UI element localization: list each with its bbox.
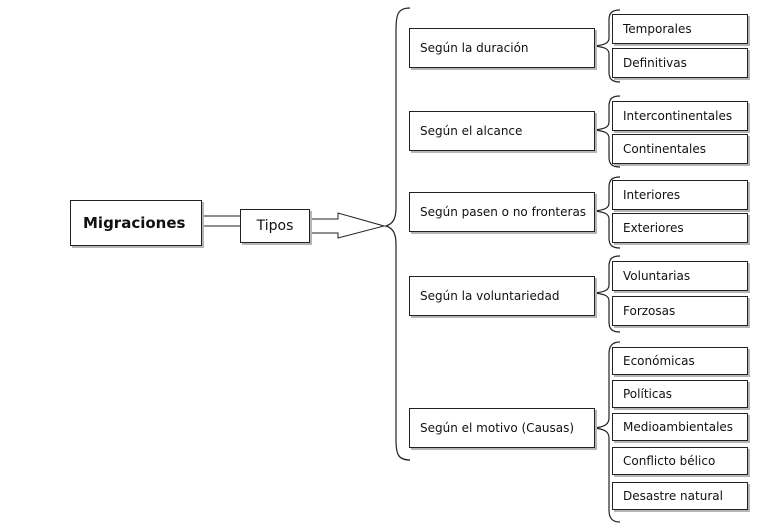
- leaf-conflicto-belico: Conflicto bélico: [612, 447, 748, 475]
- leaf-intercontinentales: Intercontinentales: [612, 101, 748, 131]
- leaf-label: Voluntarias: [623, 269, 691, 283]
- category-duracion: Según la duración: [409, 28, 595, 68]
- root-node: Migraciones: [70, 200, 202, 246]
- leaf-politicas: Políticas: [612, 380, 748, 408]
- leaf-continentales: Continentales: [612, 134, 748, 164]
- connector-label: Tipos: [256, 218, 294, 234]
- leaf-label: Forzosas: [623, 304, 676, 318]
- category-label: Según el alcance: [420, 124, 523, 138]
- leaf-label: Continentales: [623, 142, 706, 156]
- leaf-voluntarias: Voluntarias: [612, 261, 748, 291]
- category-alcance: Según el alcance: [409, 111, 595, 151]
- connector-node: Tipos: [240, 209, 310, 243]
- leaf-label: Conflicto bélico: [623, 454, 716, 468]
- leaf-exteriores: Exteriores: [612, 213, 748, 243]
- category-label: Según pasen o no fronteras: [420, 205, 587, 219]
- category-voluntariedad: Según la voluntariedad: [409, 276, 595, 316]
- leaf-label: Exteriores: [623, 221, 684, 235]
- leaf-interiores: Interiores: [612, 180, 748, 210]
- leaf-label: Definitivas: [623, 56, 687, 70]
- leaf-desastre-natural: Desastre natural: [612, 482, 748, 510]
- leaf-label: Desastre natural: [623, 489, 723, 503]
- leaf-label: Medioambientales: [623, 420, 734, 434]
- category-fronteras: Según pasen o no fronteras: [409, 192, 595, 232]
- main-brace: [384, 7, 411, 461]
- leaf-temporales: Temporales: [612, 14, 748, 44]
- leaf-forzosas: Forzosas: [612, 296, 748, 326]
- leaf-economicas: Económicas: [612, 347, 748, 375]
- leaf-label: Políticas: [623, 387, 673, 401]
- leaf-label: Temporales: [623, 22, 692, 36]
- arrow-right-icon: [310, 212, 386, 239]
- leaf-label: Interiores: [623, 188, 681, 202]
- leaf-medioambientales: Medioambientales: [612, 413, 748, 441]
- leaf-label: Intercontinentales: [623, 109, 733, 123]
- leaf-label: Económicas: [623, 354, 695, 368]
- category-label: Según el motivo (Causas): [420, 421, 575, 435]
- leaf-definitivas: Definitivas: [612, 48, 748, 78]
- category-label: Según la duración: [420, 41, 529, 55]
- root-label: Migraciones: [83, 214, 186, 232]
- category-motivo: Según el motivo (Causas): [409, 408, 595, 448]
- category-label: Según la voluntariedad: [420, 289, 560, 303]
